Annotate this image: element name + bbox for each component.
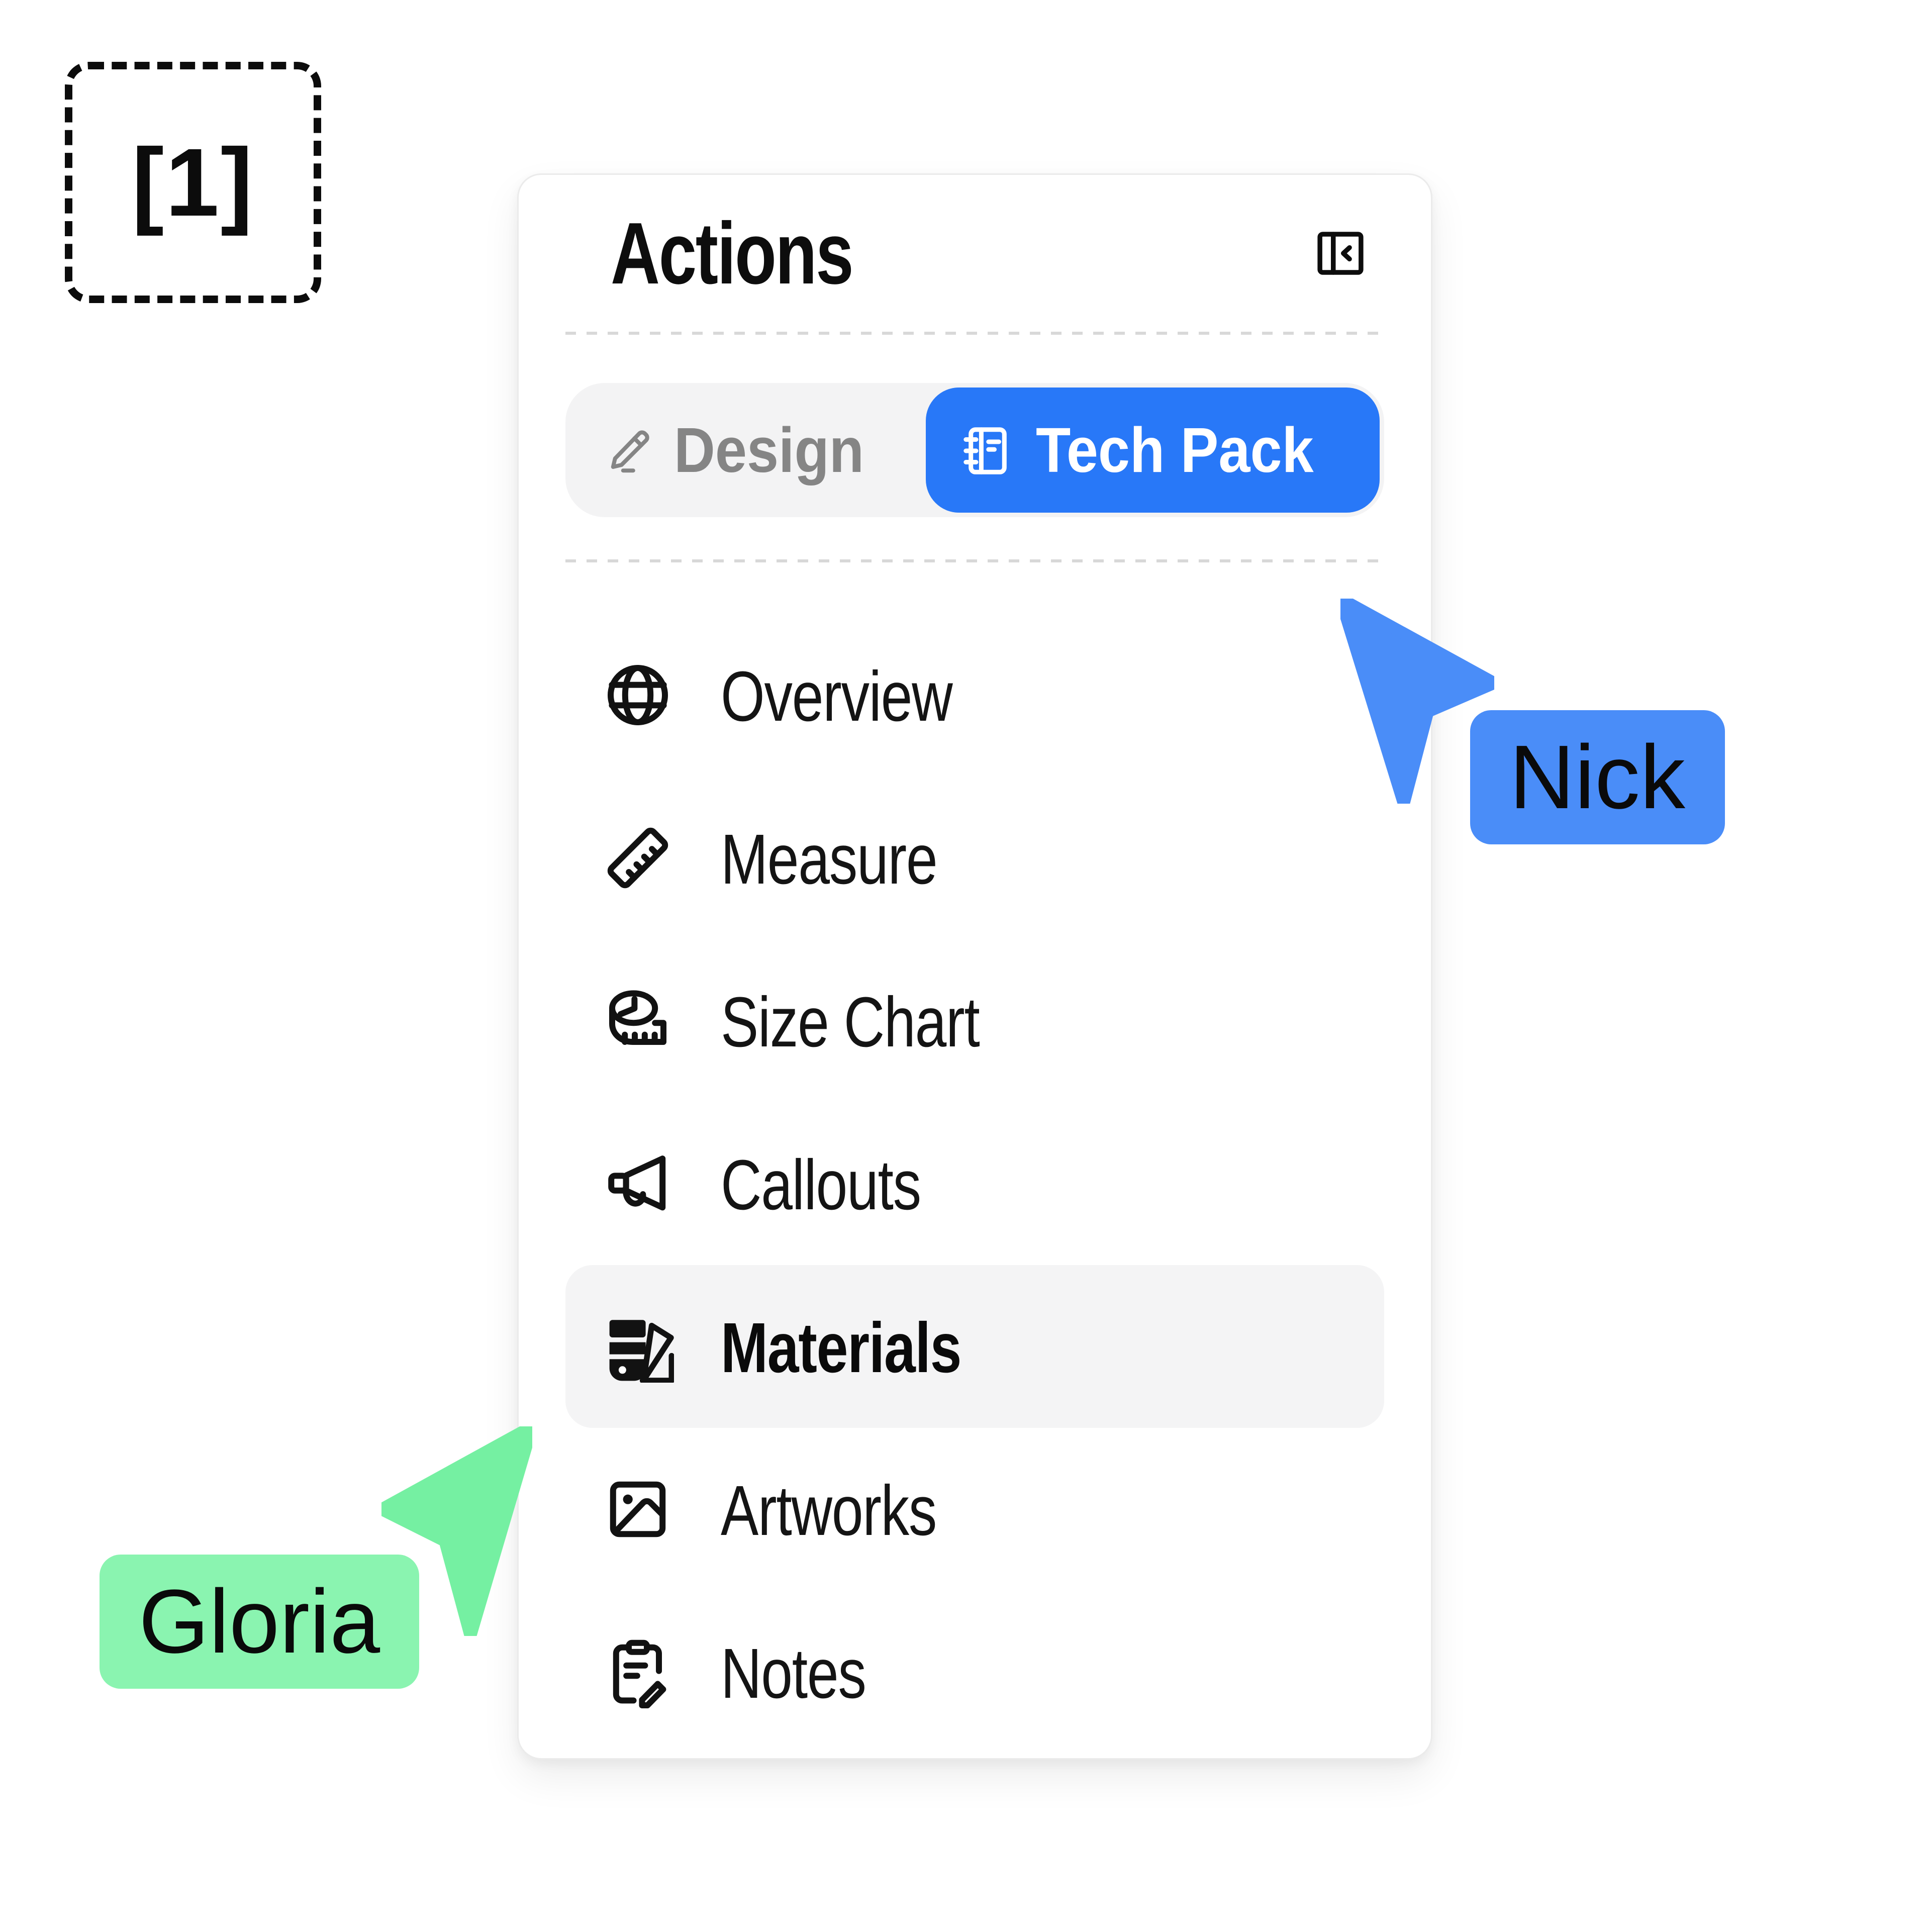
divider-bottom xyxy=(565,559,1384,562)
ruler-icon xyxy=(602,822,674,894)
swatchbook-pencil-icon xyxy=(602,1310,674,1383)
nick-name-badge: Nick xyxy=(1470,710,1725,844)
nick-cursor-icon xyxy=(1340,599,1494,804)
menu-item-label: Measure xyxy=(721,818,938,898)
menu-item-label: Callouts xyxy=(721,1143,921,1224)
gloria-name-badge: Gloria xyxy=(100,1555,420,1689)
mode-switch: Design Tech Pack xyxy=(565,383,1384,517)
menu-item-callouts[interactable]: Callouts xyxy=(565,1102,1384,1265)
collapse-panel-button[interactable] xyxy=(1312,225,1369,282)
menu-item-label: Artworks xyxy=(721,1469,937,1550)
image-icon xyxy=(602,1473,674,1545)
pencil-icon xyxy=(605,426,653,474)
tab-design[interactable]: Design xyxy=(565,383,926,517)
menu-item-measure[interactable]: Measure xyxy=(565,777,1384,939)
gloria-cursor-icon xyxy=(381,1426,532,1636)
panel-title: Actions xyxy=(611,204,854,303)
menu-item-notes[interactable]: Notes xyxy=(565,1591,1384,1754)
reference-marker: [1] xyxy=(65,62,321,303)
tab-tech-pack[interactable]: Tech Pack xyxy=(926,388,1380,513)
actions-menu: Overview Measure xyxy=(565,614,1384,1754)
tab-tech-pack-label: Tech Pack xyxy=(1036,414,1314,485)
gloria-name: Gloria xyxy=(139,1571,380,1672)
divider-top xyxy=(565,332,1384,335)
notebook-icon xyxy=(960,423,1015,477)
measuring-tape-icon xyxy=(602,985,674,1057)
globe-icon xyxy=(602,659,674,731)
menu-item-label: Materials xyxy=(721,1306,961,1387)
actions-panel: Actions xyxy=(517,173,1432,1760)
menu-item-label: Size Chart xyxy=(721,981,980,1061)
clipboard-pencil-icon xyxy=(602,1636,674,1708)
menu-item-label: Notes xyxy=(721,1632,866,1712)
menu-item-materials[interactable]: Materials xyxy=(565,1265,1384,1428)
reference-marker-label: [1] xyxy=(132,128,254,237)
megaphone-icon xyxy=(602,1147,674,1220)
panel-header: Actions xyxy=(565,175,1384,332)
menu-item-overview[interactable]: Overview xyxy=(565,614,1384,777)
panel-collapse-left-icon xyxy=(1312,225,1369,282)
menu-item-size-chart[interactable]: Size Chart xyxy=(565,939,1384,1102)
menu-item-label: Overview xyxy=(721,655,953,735)
nick-name: Nick xyxy=(1509,727,1686,828)
tab-design-label: Design xyxy=(674,414,865,485)
menu-item-artworks[interactable]: Artworks xyxy=(565,1428,1384,1591)
